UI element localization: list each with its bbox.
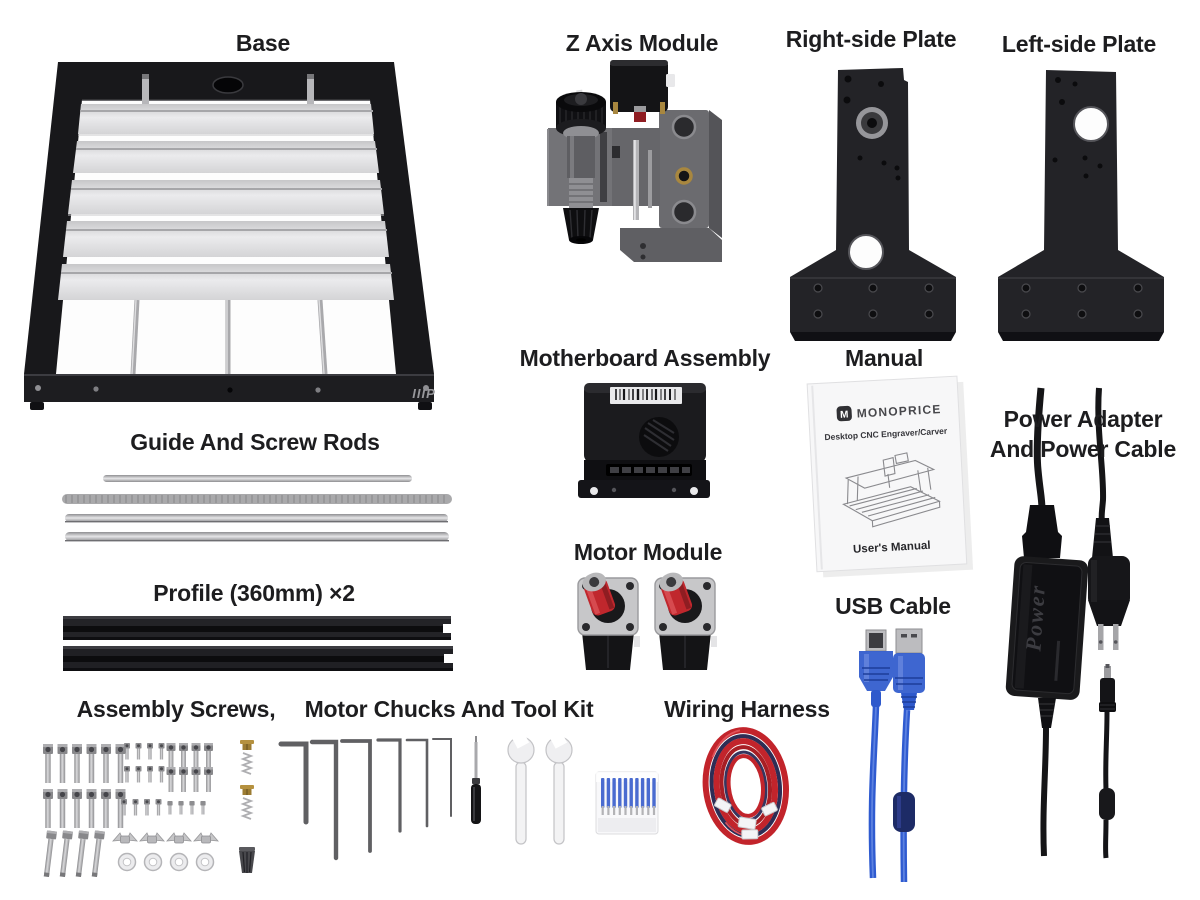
- base-illustration: IIIP: [24, 62, 436, 410]
- label-motor-module: Motor Module: [573, 539, 723, 565]
- label-guide-and-screw-rods: Guide And Screw Rods: [130, 429, 380, 455]
- drill-bits-box: [595, 771, 659, 835]
- power-embossed-text: Power: [1020, 583, 1050, 653]
- label-wiring-harness: Wiring Harness: [664, 696, 830, 722]
- assembly-screws-illustration: [41, 739, 256, 878]
- tool-kit-illustration: [278, 727, 659, 861]
- wiring-harness-illustration: [702, 727, 790, 845]
- manual-illustration: M MONOPRICE Desktop CNC Engraver/Carver …: [806, 375, 974, 578]
- label-right-side-plate: Right-side Plate: [785, 26, 957, 52]
- wrenches: [507, 727, 573, 845]
- motherboard-illustration: [578, 383, 710, 498]
- motor-module-illustration: [577, 572, 717, 670]
- label-motherboard-assembly: Motherboard Assembly: [519, 345, 771, 371]
- manual-brand-text: MONOPRICE: [856, 402, 941, 420]
- guide-rods-illustration: [62, 475, 452, 542]
- label-base: Base: [235, 30, 291, 56]
- label-power-adapter-line2: And Power Cable: [989, 436, 1177, 462]
- label-profile: Profile (360mm) ×2: [153, 580, 355, 606]
- z-axis-module-illustration: [547, 60, 722, 262]
- hex-keys: [278, 738, 452, 861]
- label-assembly-screws: Assembly Screws,: [76, 696, 276, 722]
- right-side-plate-illustration: [790, 68, 956, 341]
- label-manual: Manual: [844, 345, 924, 371]
- base-logo-text: IIIP: [412, 386, 436, 401]
- left-side-plate-illustration: [998, 70, 1164, 341]
- power-adapter-illustration: Power: [1005, 387, 1130, 859]
- profile-illustration: [63, 616, 453, 671]
- manual-logo-letter: M: [840, 409, 849, 420]
- manual-footer-text: User's Manual: [853, 540, 931, 556]
- label-power-adapter: Power Adapter And Power Cable: [990, 404, 1176, 464]
- usb-cable-illustration: [859, 628, 925, 883]
- manual-cnc-drawing: [842, 452, 941, 528]
- label-motor-chucks-tool-kit: Motor Chucks And Tool Kit: [304, 696, 594, 722]
- label-left-side-plate: Left-side Plate: [1001, 31, 1157, 57]
- label-power-adapter-line1: Power Adapter: [1003, 406, 1163, 432]
- label-z-axis-module: Z Axis Module: [565, 30, 719, 56]
- label-usb-cable: USB Cable: [835, 593, 951, 619]
- screwdriver: [471, 736, 481, 824]
